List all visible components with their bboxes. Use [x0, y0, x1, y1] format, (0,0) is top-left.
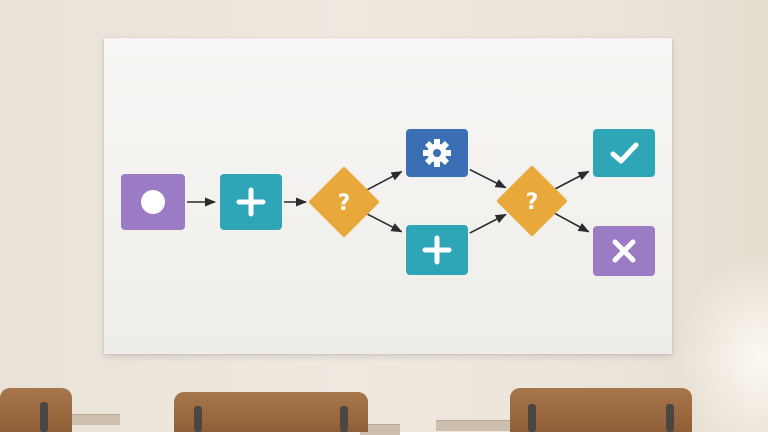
chair-right-post-left	[528, 404, 536, 432]
chair-center	[174, 392, 368, 432]
x-icon	[612, 239, 636, 263]
node-action-2	[406, 225, 468, 275]
arrow-decision-2-to-success	[555, 170, 590, 190]
desk-right	[436, 420, 526, 431]
circle-icon	[141, 190, 165, 214]
arrow-decision-1-to-action-2	[367, 213, 403, 233]
diamond-shape	[497, 166, 567, 236]
gear-tooth	[434, 139, 440, 145]
chair-center-back	[174, 392, 368, 432]
node-action-1	[220, 174, 282, 230]
question-icon: ?	[338, 191, 351, 216]
gear-tooth	[445, 150, 451, 156]
check-icon	[610, 142, 639, 164]
flowchart-poster: ??	[104, 38, 672, 354]
gear-icon	[423, 139, 451, 167]
chair-left-back	[0, 388, 72, 432]
chair-center-post-right	[340, 406, 348, 432]
desk-left	[60, 414, 120, 425]
node-decision-1: ?	[309, 167, 379, 237]
plus-icon	[422, 235, 452, 265]
node-process	[406, 129, 468, 177]
node-decision-2: ?	[497, 166, 567, 236]
chair-center-post-left	[194, 406, 202, 432]
arrow-decision-1-to-process	[367, 170, 403, 191]
window-light	[678, 250, 768, 432]
gear-hole	[433, 149, 441, 157]
node-success	[593, 129, 655, 177]
chair-right-back	[510, 388, 692, 432]
chair-left-post	[40, 402, 48, 432]
plus-icon	[236, 187, 266, 217]
arrow-decision-2-to-failure	[554, 212, 590, 233]
node-start	[121, 174, 185, 230]
arrow-action-2-to-decision-2	[469, 213, 507, 234]
desk-center	[360, 424, 400, 435]
square-shape	[593, 129, 655, 177]
chair-left	[0, 388, 72, 432]
chair-right	[510, 388, 692, 432]
flowchart-diagram: ??	[121, 129, 655, 276]
question-icon: ?	[526, 190, 539, 215]
gear-tooth	[423, 150, 429, 156]
chair-right-post-right	[666, 404, 674, 432]
diamond-shape	[309, 167, 379, 237]
node-failure	[593, 226, 655, 276]
arrow-process-to-decision-2	[469, 168, 507, 189]
gear-tooth	[434, 161, 440, 167]
